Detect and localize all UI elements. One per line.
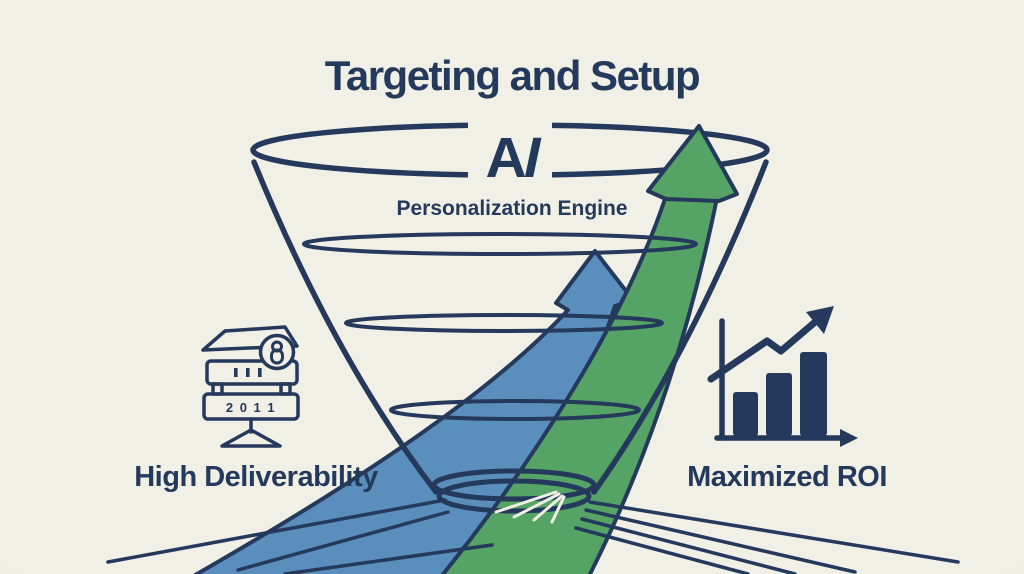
chart-bars [733, 352, 827, 436]
ai-letter-a: A [485, 126, 526, 190]
funnel-left-side [251, 159, 439, 495]
chart-trend-arrowhead [806, 306, 834, 334]
server-stand-base [220, 428, 282, 448]
chart-trend-line [707, 313, 825, 383]
green-growth-arrow-head [646, 124, 739, 203]
page-title: Targeting and Setup [324, 52, 701, 99]
funnel-right-side [591, 159, 769, 495]
chart-x-axis-arrowhead [840, 429, 858, 447]
funnel-ring-3 [344, 313, 664, 333]
server-code-label: 2 0 1 1 [226, 400, 276, 415]
funnel-exit-rays [106, 498, 960, 574]
lock-badge-icon [258, 333, 296, 371]
mail-server-icon: 2 0 1 1 [201, 325, 300, 448]
funnel-ring-4 [389, 399, 641, 421]
right-caption: Maximized ROI [687, 461, 887, 493]
funnel-subtitle: Personalization Engine [396, 197, 628, 220]
server-led-ticks [234, 368, 262, 377]
growth-chart-icon [707, 306, 858, 447]
funnel-exit-rays-highlight [494, 490, 566, 524]
funnel-bottom-rim [431, 468, 597, 502]
funnel-spout-rim [436, 478, 592, 514]
ai-label: AI [0, 126, 1024, 190]
left-caption: High Deliverability [134, 461, 378, 493]
ai-label-backing [468, 108, 552, 208]
server-box-top [205, 359, 299, 386]
funnel-ring-2 [302, 232, 698, 256]
